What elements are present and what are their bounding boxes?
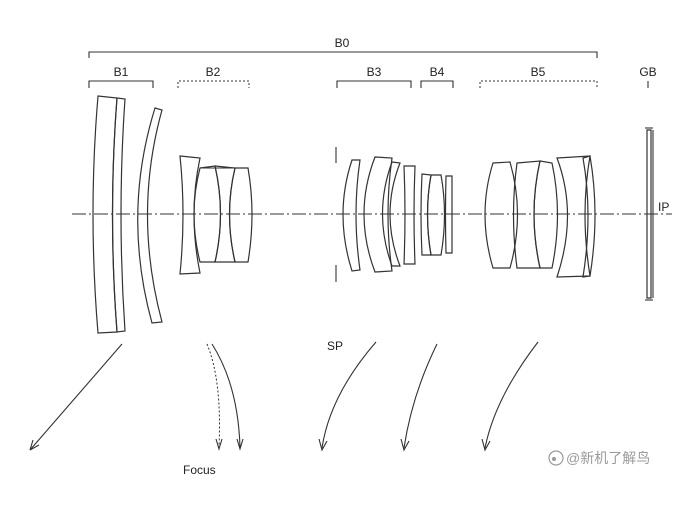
- label-b3: B3: [367, 65, 382, 79]
- lens-group-b2: [179, 155, 253, 275]
- b2-lens-4: [228, 167, 253, 263]
- label-gb: GB: [639, 65, 656, 79]
- label-ip: IP: [658, 200, 669, 214]
- glass-block: [645, 127, 654, 301]
- watermark: @新机了解鸟: [548, 450, 650, 466]
- label-b0: B0: [335, 36, 350, 50]
- b5-lens-5: [582, 155, 596, 278]
- b2-lens-1: [179, 155, 201, 275]
- b3-movement-arrow: [318, 341, 377, 452]
- label-focus: Focus: [183, 463, 216, 477]
- b1-movement-arrow: [29, 343, 123, 451]
- group-b2-bracket: B2: [177, 65, 250, 88]
- b4-lens-3: [444, 175, 453, 254]
- b5-lens-1: [484, 161, 519, 269]
- group-b4-bracket: B4: [420, 65, 454, 88]
- group-b5-bracket: B5: [479, 65, 598, 88]
- b4-movement-arrow: [400, 343, 438, 452]
- label-b4: B4: [430, 65, 445, 79]
- label-b1: B1: [114, 65, 129, 79]
- b5-movement-arrow: [481, 341, 539, 452]
- weibo-icon: [548, 450, 564, 466]
- b1-lens-2: [111, 97, 126, 333]
- watermark-text: @新机了解鸟: [566, 450, 650, 466]
- lens-group-b5: [484, 155, 596, 278]
- b4-lens-2: [426, 174, 446, 256]
- b3-lens-1: [342, 159, 361, 272]
- group-b3-bracket: B3: [336, 65, 412, 88]
- label-b5: B5: [531, 65, 546, 79]
- group-b1-bracket: B1: [88, 65, 154, 88]
- focus-arrows: [206, 343, 244, 451]
- group-b0-bracket: B0: [88, 36, 598, 58]
- lens-group-b1: [92, 95, 163, 334]
- label-sp: SP: [327, 339, 343, 353]
- b3-lens-2: [363, 156, 393, 273]
- b3-lens-4: [403, 165, 416, 265]
- lens-group-b4: [420, 173, 453, 256]
- b1-lens-3: [137, 107, 163, 324]
- b5-lens-3: [533, 160, 559, 269]
- glass-block-label: GB: [639, 65, 657, 88]
- b3-lens-3: [381, 161, 401, 267]
- label-b2: B2: [206, 65, 221, 79]
- lens-group-b3: [342, 156, 416, 273]
